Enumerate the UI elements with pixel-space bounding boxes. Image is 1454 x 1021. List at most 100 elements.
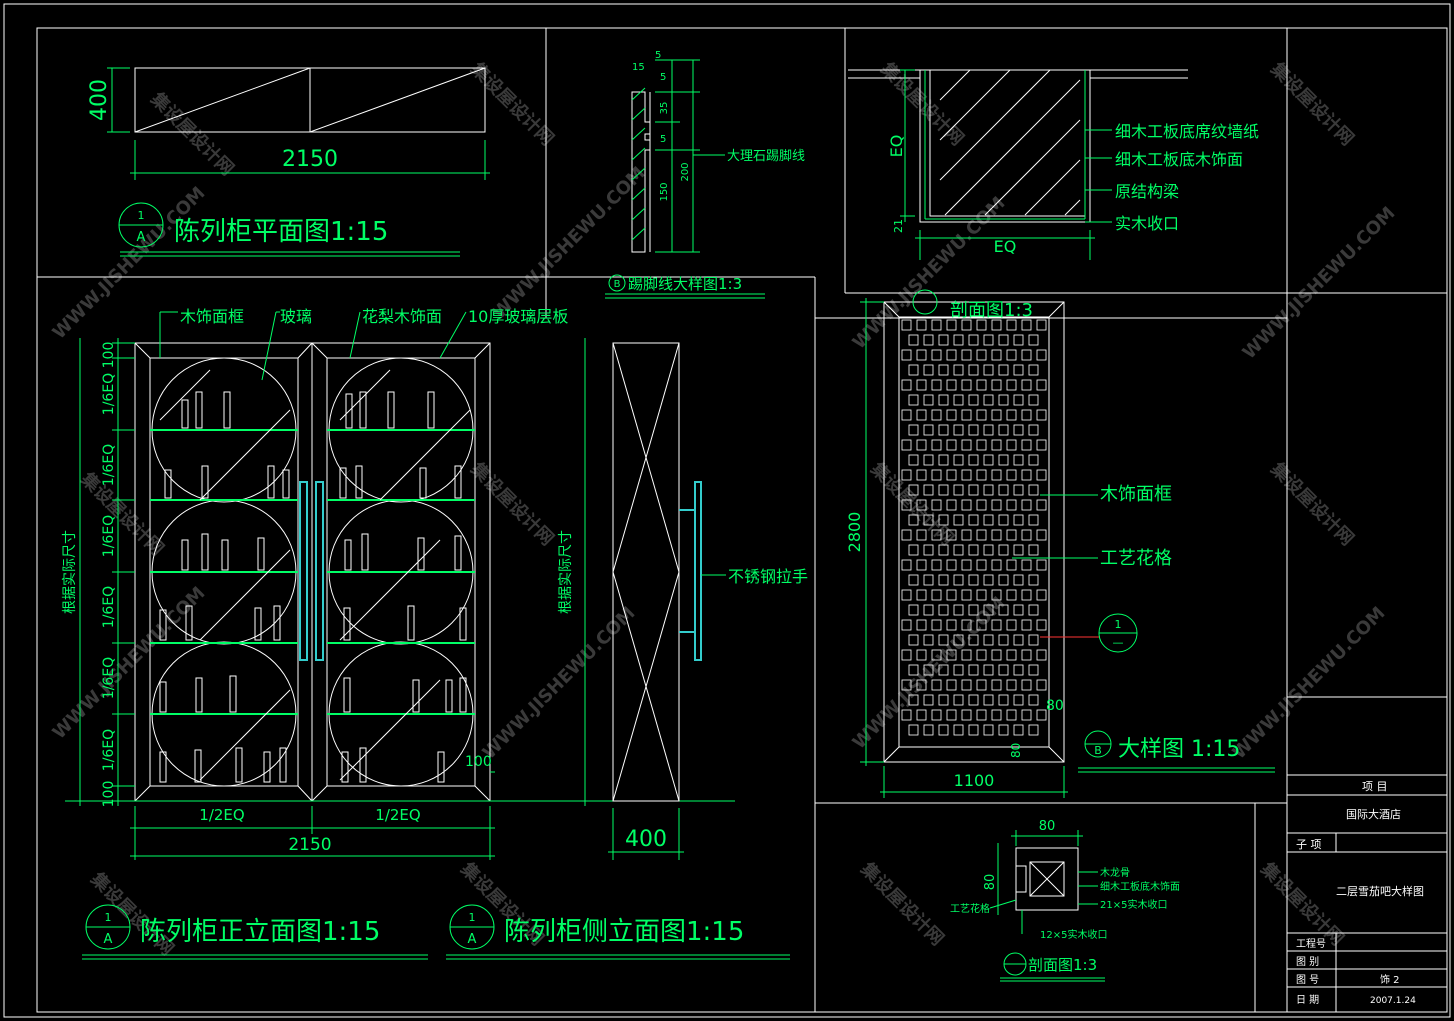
lattice-cell: [938, 634, 949, 646]
lattice-cell: [901, 469, 912, 481]
lattice-cell: [998, 334, 1009, 346]
lattice-cell: [953, 454, 964, 466]
lattice-cell: [908, 574, 919, 586]
lattice-cell: [961, 349, 972, 361]
lattice-cell: [1006, 439, 1017, 451]
lattice-cell: [968, 454, 979, 466]
watermarks: 集设屋设计网 集设屋设计网 集设屋设计网 集设屋设计网 集设屋设计网 集设屋设计…: [49, 57, 1400, 960]
lattice-cell: [998, 484, 1009, 496]
lattice-cell: [908, 514, 919, 526]
small-label-2: 21×5实木收口: [1100, 898, 1167, 911]
side-elevation: 不锈钢拉手 根据实际尺寸 400 1 A 陈列柜侧立面图1:15: [446, 338, 808, 960]
lattice-cell: [968, 334, 979, 346]
lattice-cell: [953, 574, 964, 586]
lattice-cell: [1021, 469, 1032, 481]
lattice-cell: [1013, 484, 1024, 496]
lattice-cell: [901, 649, 912, 661]
lattice-cell: [1006, 499, 1017, 511]
lattice-cell: [916, 319, 927, 331]
detail-frame-h: 80: [1009, 743, 1023, 758]
lattice-cell: [946, 649, 957, 661]
lattice-cell: [968, 514, 979, 526]
lattice-cell: [976, 409, 987, 421]
lattice-cell: [968, 484, 979, 496]
lattice-cell: [938, 724, 949, 736]
lattice-cell: [1021, 319, 1032, 331]
lattice-cell: [976, 499, 987, 511]
lattice-cell: [1013, 514, 1024, 526]
lattice-cell: [1013, 724, 1024, 736]
row-val-2: 饰 2: [1380, 973, 1400, 986]
lattice-cell: [1013, 604, 1024, 616]
lattice-cell: [991, 529, 1002, 541]
project-name: 国际大酒店: [1346, 807, 1401, 821]
wine-bottles: [159, 391, 467, 783]
top-section: EQ 21 EQ 细木工板底席纹墙纸 细木工板底木饰面 原结构梁 实木收口: [848, 69, 1259, 260]
front-dim-1: 1/6EQ: [101, 373, 117, 415]
watermark-url: WWW.JISHEWU.COM: [1229, 603, 1390, 764]
lattice-cell: [983, 334, 994, 346]
lattice-cell: [916, 619, 927, 631]
detail-callout-num: 1: [1115, 618, 1122, 631]
lattice-cell: [1028, 694, 1039, 706]
section-label-3: 实木收口: [1115, 214, 1179, 233]
lattice-cell: [953, 664, 964, 676]
lattice-cell: [998, 364, 1009, 376]
lattice-cell: [946, 619, 957, 631]
lattice-cell: [1028, 724, 1039, 736]
lattice-cell: [1028, 664, 1039, 676]
lattice-cell: [998, 574, 1009, 586]
lattice-cell: [953, 484, 964, 496]
lattice-cell: [946, 709, 957, 721]
lattice-cell: [946, 349, 957, 361]
lattice-cell: [901, 379, 912, 391]
lattice-cell: [1013, 574, 1024, 586]
skirt-dim-6: 150: [659, 182, 670, 201]
lattice-cell: [968, 604, 979, 616]
lattice-cell: [961, 529, 972, 541]
lattice-cell: [1028, 454, 1039, 466]
skirt-dim-3: 35: [659, 102, 670, 115]
row-key-0: 工程号: [1296, 938, 1326, 950]
lattice-cell: [983, 724, 994, 736]
lattice-cell: [923, 634, 934, 646]
skirt-dim-0: 5: [655, 50, 661, 61]
small-label-0: 木龙骨: [1100, 866, 1130, 879]
lattice-cell: [983, 424, 994, 436]
lattice-cell: [931, 589, 942, 601]
lattice-cell: [983, 454, 994, 466]
front-dim-2: 1/6EQ: [101, 444, 117, 486]
lattice-cell: [953, 514, 964, 526]
lattice-cell: [983, 664, 994, 676]
lattice-cell: [1021, 619, 1032, 631]
lattice-cell: [953, 424, 964, 436]
lattice-cell: [908, 724, 919, 736]
lattice-cell: [1021, 559, 1032, 571]
lattice-cell: [1036, 499, 1047, 511]
lattice-cell: [923, 364, 934, 376]
lattice-cell: [1028, 364, 1039, 376]
lattice-cell: [938, 334, 949, 346]
lattice-cell: [991, 469, 1002, 481]
section-label-1: 细木工板底木饰面: [1115, 150, 1243, 169]
lattice-cell: [976, 679, 987, 691]
front-half-left: 1/2EQ: [199, 806, 244, 824]
lattice-cell: [938, 664, 949, 676]
lattice-cell: [968, 634, 979, 646]
small-section: 80 80 木龙骨 细木工板底木饰面 21×5实木收口 工艺花格 12×5实木收…: [950, 819, 1180, 982]
small-label-1: 细木工板底木饰面: [1100, 880, 1180, 893]
lattice-cell: [1036, 679, 1047, 691]
detail-frame-v: 80: [1046, 698, 1064, 714]
lattice-cell: [1028, 334, 1039, 346]
lattice-cell: [991, 649, 1002, 661]
watermark-url: WWW.JISHEWU.COM: [849, 193, 1010, 354]
lattice-cell: [931, 319, 942, 331]
skirt-callout-letter: B: [614, 279, 621, 290]
plan-callout-letter: A: [137, 230, 146, 245]
lattice-cell: [953, 724, 964, 736]
lattice-cell: [991, 319, 1002, 331]
lattice-cell: [901, 559, 912, 571]
small-label-4: 12×5实木收口: [1040, 928, 1107, 941]
lattice-cell: [1028, 514, 1039, 526]
lattice-cell: [908, 604, 919, 616]
